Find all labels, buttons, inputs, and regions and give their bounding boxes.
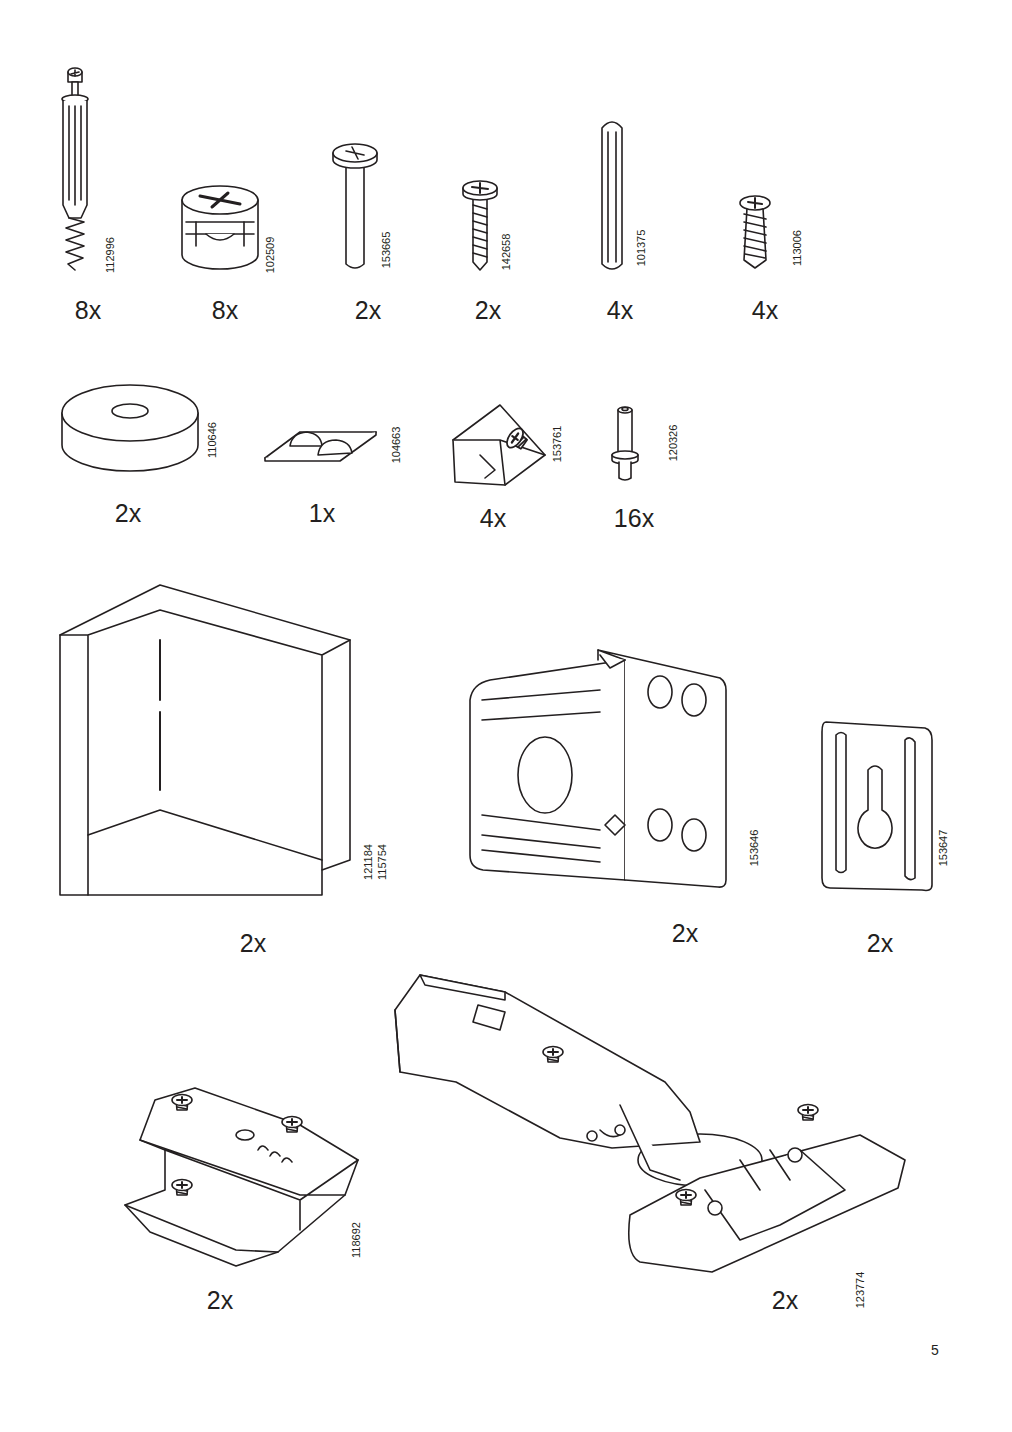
foam-disc	[62, 385, 198, 471]
quantity: 2x	[672, 921, 698, 946]
screw	[740, 196, 770, 268]
cam-bolt	[62, 68, 88, 270]
cam-lock	[182, 186, 258, 269]
part-number: 153646	[749, 830, 760, 867]
quantity: 2x	[475, 298, 501, 323]
quantity: 4x	[607, 298, 633, 323]
suspension-plate	[822, 722, 932, 890]
pin	[333, 144, 377, 268]
quantity: 4x	[752, 298, 778, 323]
quantity: 8x	[75, 298, 101, 323]
part-number: 121184	[363, 844, 374, 880]
quantity: 4x	[480, 506, 506, 531]
part-number: 142658	[501, 234, 512, 271]
part-number: 153647	[938, 830, 949, 867]
quantity: 2x	[115, 501, 141, 526]
part-number: 120326	[668, 425, 679, 462]
part-number: 110646	[207, 422, 218, 458]
quantity: 1x	[309, 501, 335, 526]
part-number: 153761	[552, 426, 563, 463]
quantity: 2x	[772, 1288, 798, 1313]
corner-panel	[60, 585, 350, 895]
part-number: 101375	[636, 230, 647, 267]
mounting-plate	[125, 1088, 358, 1266]
quantity: 2x	[240, 931, 266, 956]
angle-bracket	[470, 650, 726, 887]
part-number: 115754	[377, 844, 388, 880]
page-number: 5	[931, 1343, 939, 1357]
part-number: 118692	[351, 1222, 362, 1258]
part-number: 153665	[381, 232, 392, 269]
part-number: 123774	[855, 1272, 866, 1309]
bumper-pads	[265, 432, 376, 461]
shelf-pin	[612, 407, 638, 480]
quantity: 2x	[207, 1288, 233, 1313]
quantity: 2x	[867, 931, 893, 956]
part-number: 112996	[105, 237, 116, 273]
wooden-dowel	[602, 122, 622, 269]
corner-bracket	[453, 405, 545, 485]
hinge	[395, 975, 905, 1272]
quantity: 16x	[614, 506, 654, 531]
part-number: 104663	[391, 427, 402, 464]
quantity: 8x	[212, 298, 238, 323]
quantity: 2x	[355, 298, 381, 323]
part-number: 113006	[792, 230, 803, 266]
part-number: 102509	[265, 237, 276, 274]
screw	[463, 181, 497, 270]
